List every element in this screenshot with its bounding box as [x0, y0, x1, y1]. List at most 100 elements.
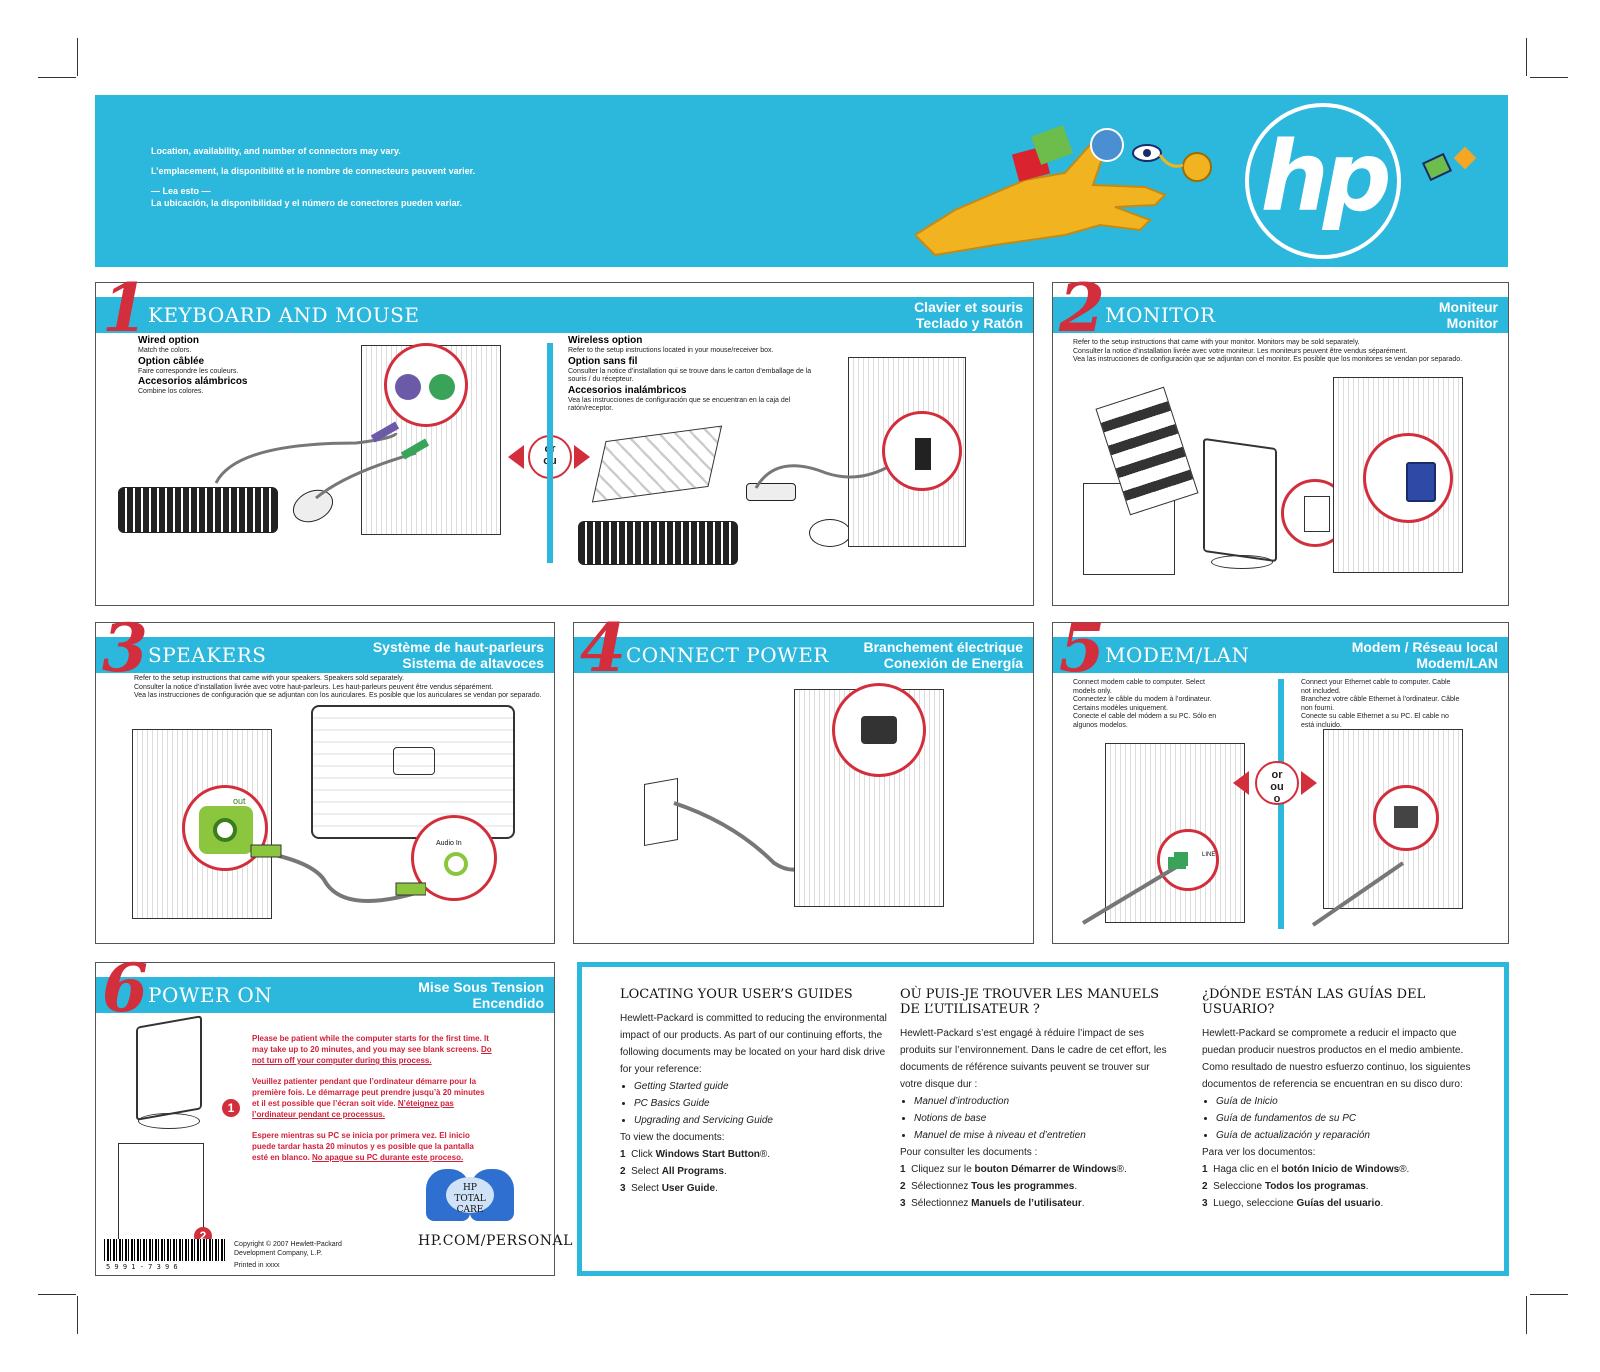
panel-keyboard-mouse: KEYBOARD AND MOUSE Clavier et souris Tec…: [95, 275, 1034, 606]
guides-item: PC Basics Guide: [634, 1095, 890, 1112]
monitor-text-en: Refer to the setup instructions that cam…: [1073, 339, 1360, 346]
guides-step: 1 Click Windows Start Button®.: [620, 1146, 890, 1163]
guides-view-fr: Pour consulter les documents :: [900, 1147, 1038, 1158]
crop-mark: [38, 1294, 76, 1295]
panel-connect-power: CONNECT POWER Branchement électrique Con…: [573, 615, 1034, 944]
step-text: Sélectionnez: [911, 1181, 972, 1192]
guides-column-fr: OÙ PUIS-JE TROUVER LES MANUELS DE L’UTIL…: [900, 987, 1170, 1212]
guides-step: 2 Select All Programs.: [620, 1163, 890, 1180]
step-bold-text: Windows Start Button: [655, 1149, 760, 1160]
crop-mark: [1526, 1296, 1527, 1334]
step-number-label: 3: [620, 1183, 626, 1194]
guides-item: Guía de Inicio: [1216, 1093, 1472, 1110]
step-text: Haga clic en el: [1213, 1164, 1282, 1175]
step-text: Seleccione: [1213, 1181, 1265, 1192]
panel-header: CONNECT POWER Branchement électrique Con…: [574, 637, 1033, 673]
or-es: o: [1273, 793, 1281, 805]
step-number-label: 3: [1202, 1198, 1208, 1209]
guides-list-es: Guía de Inicio Guía de fundamentos de su…: [1202, 1093, 1472, 1144]
step-text: .: [1365, 1181, 1369, 1192]
panel-subtitle-fr: Clavier et souris: [914, 299, 1023, 315]
wireless-keyboard: [578, 521, 738, 565]
banner-line-es: La ubicación, la disponibilidad y el núm…: [151, 198, 463, 208]
wireless-mouse: [809, 519, 851, 547]
step-text: Select: [631, 1166, 662, 1177]
speakers-text-es: Vea las instrucciones de configuración q…: [134, 692, 542, 699]
monitor-stand: [138, 1113, 200, 1129]
guides-view-en: To view the documents:: [620, 1132, 725, 1143]
panel-subtitle: Mise Sous Tension Encendido: [418, 979, 544, 1011]
network-cables: [1081, 857, 1405, 927]
or-arrow-right: [1301, 771, 1317, 795]
monitor-text-fr: Consulter la notice d’installation livré…: [1073, 347, 1408, 355]
guides-item: Manuel d’introduction: [914, 1093, 1170, 1110]
keyboard-mouse-cables: [214, 421, 430, 500]
power-on-notes: Please be patient while the computer sta…: [252, 1033, 492, 1163]
panel-subtitle-es: Modem/LAN: [1416, 655, 1498, 671]
panel-subtitle-fr: Branchement électrique: [863, 639, 1024, 655]
guides-item: Guía de actualización y reparación: [1216, 1127, 1472, 1144]
hp-personal-url[interactable]: HP.COM/PERSONAL: [418, 1233, 573, 1249]
panel-subtitle-es: Sistema de altavoces: [402, 655, 544, 671]
guides-step: 3 Select User Guide.: [620, 1180, 890, 1197]
usb-icon: [915, 438, 931, 470]
step-text: .: [723, 1166, 727, 1177]
lan-text-es: Conecte su cable Ethernet a su PC. El ca…: [1301, 713, 1449, 729]
step-text: .: [1074, 1181, 1078, 1192]
step-badge-2-label: 2: [199, 1229, 207, 1243]
panel-title: MONITOR: [1105, 303, 1216, 327]
top-banner: Location, availability, and number of co…: [95, 95, 1508, 267]
step-text: Select: [631, 1183, 662, 1194]
hp-logo-text: hp: [1260, 121, 1391, 233]
vga-port-callout: [1363, 433, 1453, 523]
crop-mark: [38, 77, 76, 78]
hand-illustration: [915, 125, 1212, 257]
step-text: ®.: [1399, 1164, 1410, 1175]
line-label: LINE: [1202, 852, 1216, 858]
step-text: .: [715, 1183, 718, 1194]
modem-text-fr: Connectez le câble du modem à l’ordinate…: [1073, 696, 1212, 712]
guides-intro-en: Hewlett-Packard is committed to reducing…: [620, 1013, 887, 1075]
crop-mark: [1526, 38, 1527, 76]
decor-square-yellow: [1453, 146, 1477, 170]
panel-subtitle-fr: Système de haut-parleurs: [372, 639, 544, 655]
monitor-stand: [1211, 555, 1273, 569]
banner-line-en: Location, availability, and number of co…: [151, 146, 401, 156]
guides-title-fr: OÙ PUIS-JE TROUVER LES MANUELS DE L’UTIL…: [900, 987, 1160, 1017]
lan-text-en: Connect your Ethernet cable to computer.…: [1301, 679, 1451, 695]
note-en-text: Please be patient while the computer sta…: [252, 1034, 489, 1054]
modem-text-es: Conecte el cable del módem a su PC. Sólo…: [1073, 713, 1217, 729]
audio-in-jack: [444, 852, 468, 876]
panel-subtitle: Branchement électrique Conexión de Energ…: [864, 639, 1024, 671]
guides-item: Upgrading and Servicing Guide: [634, 1112, 890, 1129]
step-text: ®.: [1116, 1164, 1127, 1175]
lan-text: Connect your Ethernet cable to computer.…: [1301, 679, 1461, 730]
wired-fr-text: Faire correspondre les couleurs.: [138, 367, 239, 375]
step-number: 5: [1059, 609, 1105, 687]
guides-intro-fr: Hewlett-Packard s’est engagé à réduire l…: [900, 1028, 1167, 1090]
keyboard: [118, 487, 278, 533]
wired-es-heading: Accesorios alámbricos: [138, 376, 248, 387]
total-care-line-1: HP TOTAL: [454, 1183, 486, 1204]
audio-out-jack: [199, 806, 253, 854]
step-badge-1-label: 1: [227, 1101, 235, 1115]
guides-list-en: Getting Started guide PC Basics Guide Up…: [620, 1078, 890, 1129]
guides-column-en: LOCATING YOUR USER’S GUIDES Hewlett-Pack…: [620, 987, 890, 1197]
step-number-label: 2: [1202, 1181, 1208, 1192]
panel-power-on: POWER ON Mise Sous Tension Encendido 6 1…: [95, 955, 572, 1276]
guides-item: Notions de base: [914, 1110, 1170, 1127]
modem-port-callout: LINE: [1157, 829, 1219, 891]
banner-line-es-head: — Lea esto —: [151, 186, 211, 196]
step-text: Click: [631, 1149, 656, 1160]
panel-subtitle: Moniteur Monitor: [1439, 299, 1498, 331]
wireless-en-heading: Wireless option: [568, 335, 643, 346]
wireless-en-text: Refer to the setup instructions located …: [568, 347, 774, 354]
wireless-fr-heading: Option sans fil: [568, 355, 638, 367]
monitor-text: Refer to the setup instructions that cam…: [1073, 339, 1493, 365]
audio-cable: [250, 844, 426, 903]
note-fr: Veuillez patienter pendant que l’ordinat…: [252, 1076, 492, 1120]
power-socket-icon: [861, 716, 897, 744]
guides-item: Manuel de mise à niveau et d’entretien: [914, 1127, 1170, 1144]
panel-subtitle-fr: Modem / Réseau local: [1351, 639, 1498, 655]
step-number-label: 1: [900, 1164, 906, 1175]
